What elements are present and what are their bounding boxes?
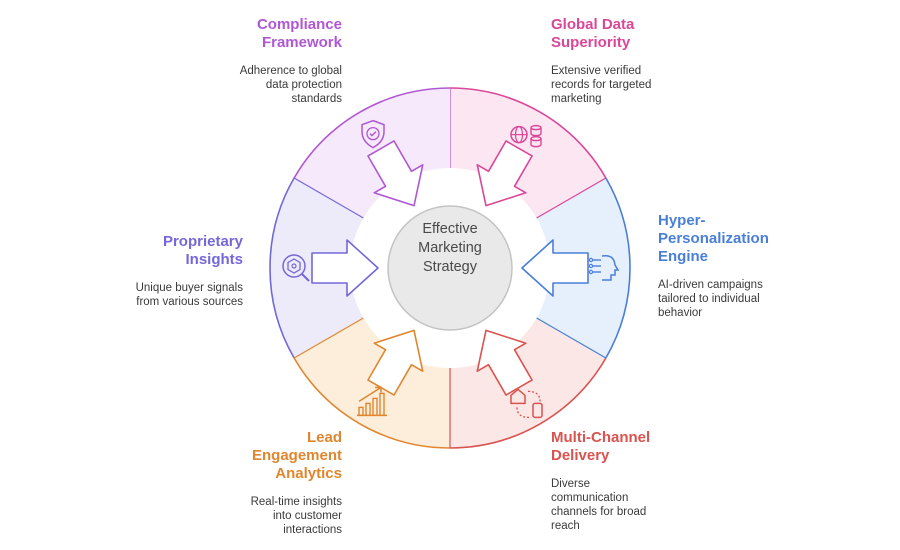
center-label: Effective Marketing Strategy [392, 220, 508, 277]
wheel-rim [449, 87, 607, 179]
inward-arrow [367, 140, 424, 207]
wheel-divider [536, 177, 607, 219]
center-line-2: Marketing [418, 240, 482, 256]
wheel-divider [536, 317, 607, 359]
globe-database-icon [510, 124, 542, 148]
segment-title: Multi-Channel Delivery [551, 429, 651, 464]
segment-description: Extensive verified records for targeted … [551, 65, 652, 105]
segment-description: Unique buyer signals from various source… [135, 282, 243, 308]
label-hyper-personalization-engine: Hyper- Personalization Engine AI-driven … [658, 212, 769, 320]
segment-description: Diverse communication channels for broad… [551, 478, 647, 532]
inward-arrow [476, 140, 533, 207]
wheel-divider [293, 317, 364, 359]
center-hub [387, 205, 513, 331]
segment-title: Global Data Superiority [551, 16, 635, 51]
wheel-rim [449, 357, 607, 449]
segment-description: Real-time insights into customer interac… [250, 496, 342, 536]
shield-check-icon [361, 119, 385, 149]
wheel-rim [269, 177, 295, 359]
inward-arrow [367, 329, 424, 396]
label-global-data-superiority: Global Data Superiority Extensive verifi… [551, 16, 651, 106]
segment-title: Hyper- Personalization Engine [658, 212, 769, 265]
ai-head-icon [588, 254, 620, 281]
wheel-divider [293, 177, 364, 219]
segment-description: AI-driven campaigns tailored to individu… [658, 279, 763, 319]
center-line-3: Strategy [423, 259, 477, 275]
center-line-1: Effective [422, 221, 478, 237]
segment-title: Lead Engagement Analytics [251, 429, 342, 482]
inward-arrow [476, 329, 533, 396]
wheel-rim [293, 87, 451, 179]
label-lead-engagement-analytics: Lead Engagement Analytics Real-time insi… [251, 429, 342, 537]
label-proprietary-insights: Proprietary Insights Unique buyer signal… [136, 233, 243, 309]
inward-arrow [521, 239, 589, 297]
segment-description: Adherence to global data protection stan… [239, 65, 342, 105]
home-phone-icon [510, 388, 543, 419]
segment-title: Compliance Framework [256, 16, 342, 51]
inward-arrow [311, 239, 379, 297]
segment-title: Proprietary Insights [162, 233, 243, 268]
label-multi-channel-delivery: Multi-Channel Delivery Diverse communica… [551, 429, 650, 533]
search-badge-icon [282, 254, 310, 282]
growth-chart-icon [357, 386, 387, 417]
wheel-rim [605, 177, 631, 359]
wheel-rim [293, 357, 451, 449]
label-compliance-framework: Compliance Framework Adherence to global… [240, 16, 342, 106]
